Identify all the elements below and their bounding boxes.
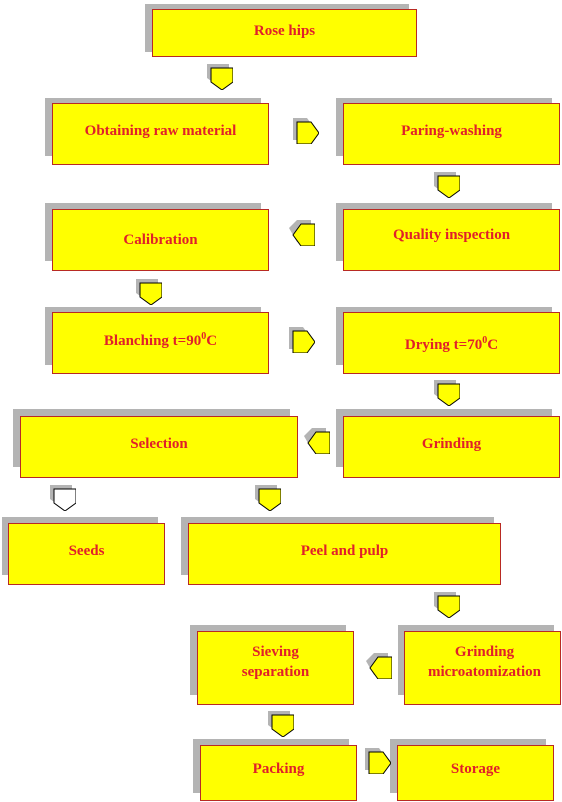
step-label: Storage xyxy=(450,761,501,777)
step-label: Quality inspection xyxy=(392,227,511,243)
step-grinding: Grinding xyxy=(343,416,560,478)
arrow-left-icon xyxy=(366,653,392,679)
step-label: Drying t=700C xyxy=(405,331,498,355)
unit-text: C xyxy=(487,337,499,353)
step-label: Obtaining raw material xyxy=(84,123,237,139)
step-label: Blanching t=900C xyxy=(104,327,217,351)
step-label: Rose hips xyxy=(253,23,316,39)
step-label-line2: microatomization xyxy=(427,664,542,680)
step-label: Sieving separation xyxy=(242,642,310,682)
arrow-down-icon xyxy=(434,172,460,198)
blanching-text: Blanching t=90 xyxy=(103,333,202,349)
step-label: Peel and pulp xyxy=(300,543,389,559)
arrow-right-icon xyxy=(289,327,315,353)
step-paring-washing: Paring-washing xyxy=(343,103,560,165)
degree-superscript: 0 xyxy=(482,335,488,346)
step-packing: Packing xyxy=(200,745,357,801)
step-grinding-microatomization: Grinding microatomization xyxy=(404,631,561,705)
arrow-down-icon xyxy=(434,380,460,406)
arrow-right-icon xyxy=(365,748,391,774)
arrow-down-icon xyxy=(255,485,281,511)
step-obtaining-raw-material: Obtaining raw material xyxy=(52,103,269,165)
arrow-down-icon xyxy=(268,711,294,737)
arrow-down-icon xyxy=(207,64,233,90)
arrow-down-icon xyxy=(50,485,76,511)
step-peel-and-pulp: Peel and pulp xyxy=(188,523,501,585)
step-calibration: Calibration xyxy=(52,209,269,271)
step-label: Calibration xyxy=(123,232,198,248)
step-blanching: Blanching t=900C xyxy=(52,312,269,374)
step-label: Packing xyxy=(252,761,305,777)
step-seeds: Seeds xyxy=(8,523,165,585)
degree-superscript: 0 xyxy=(201,331,207,342)
step-label: Seeds xyxy=(68,543,105,559)
step-quality-inspection: Quality inspection xyxy=(343,209,560,271)
step-label: Grinding microatomization xyxy=(428,642,541,682)
step-selection: Selection xyxy=(20,416,298,478)
step-label-line1: Grinding xyxy=(454,644,515,660)
arrow-left-icon xyxy=(289,220,315,246)
arrow-down-icon xyxy=(434,592,460,618)
arrow-left-icon xyxy=(304,428,330,454)
step-label-line1: Sieving xyxy=(252,644,299,660)
step-label-line2: separation xyxy=(241,664,310,680)
step-drying: Drying t=700C xyxy=(343,312,560,374)
unit-text: C xyxy=(206,333,218,349)
step-label: Paring-washing xyxy=(401,123,502,139)
step-label: Grinding xyxy=(421,436,482,452)
step-label: Selection xyxy=(130,436,188,452)
arrow-right-icon xyxy=(293,118,319,144)
step-storage: Storage xyxy=(397,745,554,801)
arrow-down-icon xyxy=(136,279,162,305)
drying-text: Drying t=70 xyxy=(404,337,483,353)
step-sieving-separation: Sieving separation xyxy=(197,631,354,705)
step-rose-hips: Rose hips xyxy=(152,9,417,57)
